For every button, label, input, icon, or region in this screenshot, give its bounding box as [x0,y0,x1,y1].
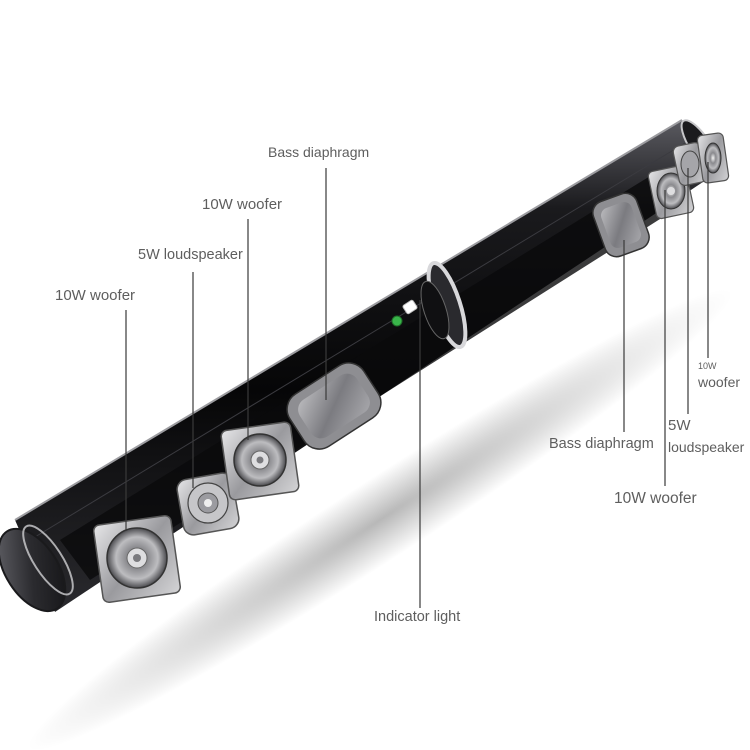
bass-diaphragm-right [592,192,650,258]
indicator-light [391,299,418,327]
end-cap-left [0,524,74,613]
label-bass-diaphragm-top: Bass diaphragm [268,144,370,160]
woofer-right-small-driver [696,132,730,184]
label-bass-diaphragm-right: Bass diaphragm [549,436,654,452]
leader-lines [125,162,709,608]
label-loudspeaker-right-power: 5W [668,417,691,434]
label-loudspeaker-upper: 5W loudspeaker [138,247,243,263]
label-woofer-right-small-word: woofer [698,374,741,390]
woofer-left-driver [92,514,182,604]
center-ring [420,260,468,350]
loudspeaker-left-driver [176,472,240,536]
floor-shadow [27,288,733,750]
label-woofer-right: 10W woofer [614,490,697,507]
bass-diaphragm-left [286,362,382,450]
label-woofer-left: 10W woofer [55,287,136,304]
woofer-upper-driver [220,421,300,501]
label-woofer-upper: 10W woofer [202,196,283,213]
label-indicator-light: Indicator light [374,609,461,625]
label-loudspeaker-right-word: loudspeaker [668,439,745,455]
label-woofer-right-small-power: 10W [698,361,717,371]
loudspeaker-right-driver [672,142,708,186]
